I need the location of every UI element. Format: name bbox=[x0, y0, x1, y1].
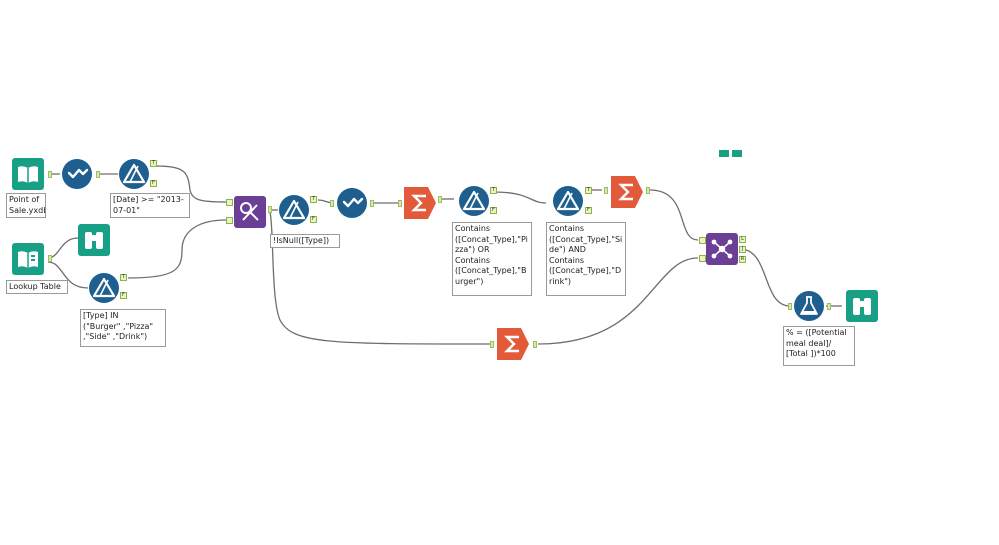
filter-is-null-tool[interactable] bbox=[278, 194, 310, 226]
select-tool[interactable] bbox=[61, 158, 93, 190]
binoculars-icon bbox=[846, 290, 878, 322]
select-tool[interactable] bbox=[336, 187, 368, 219]
input-anchor-2[interactable] bbox=[699, 255, 706, 262]
true-anchor[interactable]: T bbox=[490, 187, 497, 194]
false-anchor[interactable]: F bbox=[120, 292, 127, 299]
wire-filter-type-true-to-find-replace bbox=[127, 219, 227, 279]
browse-output-tool[interactable] bbox=[846, 290, 878, 322]
input-anchor[interactable] bbox=[330, 200, 334, 207]
output-anchor[interactable] bbox=[827, 303, 831, 310]
output-anchor[interactable] bbox=[48, 255, 52, 262]
find-replace-tool[interactable] bbox=[234, 196, 266, 228]
output-anchor[interactable] bbox=[370, 200, 374, 207]
browse-lookup-tool[interactable] bbox=[78, 224, 110, 256]
sigma-icon bbox=[497, 328, 529, 360]
annotation-formula: % = ([Potential meal deal]/ [Total ])*10… bbox=[783, 326, 855, 366]
input-lookup-table-tool[interactable] bbox=[12, 243, 44, 275]
magnifier-scissors-icon bbox=[234, 196, 266, 228]
input-anchor-1[interactable] bbox=[699, 237, 706, 244]
annotation-lookup-table: Lookup Table bbox=[6, 280, 68, 294]
summarize-tool[interactable] bbox=[611, 176, 643, 208]
summarize-tool[interactable] bbox=[497, 328, 529, 360]
annotation-filter-side-drink: Contains ([Concat_Type],"Si de") AND Con… bbox=[546, 222, 626, 296]
triangle-filter-icon bbox=[553, 186, 583, 216]
summarize-tool[interactable] bbox=[404, 187, 436, 219]
replace-input-anchor[interactable] bbox=[226, 217, 233, 224]
annotation-filter-date: [Date] >= "2013- 07-01" bbox=[110, 193, 190, 218]
annotation-filter-pizza-burger: Contains ([Concat_Type],"Pi zza") OR Con… bbox=[452, 222, 532, 296]
join-anchor[interactable]: J bbox=[739, 246, 746, 253]
wire-lookup-to-filter-type bbox=[47, 261, 89, 289]
checkmark-wave-icon bbox=[337, 188, 367, 218]
filter-side-drink-tool[interactable] bbox=[552, 185, 584, 217]
output-anchor[interactable] bbox=[48, 171, 52, 178]
join-multiple-tool[interactable] bbox=[706, 233, 738, 265]
find-input-anchor[interactable] bbox=[226, 199, 233, 206]
checkmark-wave-icon bbox=[62, 159, 92, 189]
sigma-icon bbox=[404, 187, 436, 219]
false-anchor[interactable]: F bbox=[490, 207, 497, 214]
true-anchor[interactable]: T bbox=[120, 274, 127, 281]
input-anchor[interactable] bbox=[604, 187, 608, 194]
output-anchor[interactable] bbox=[96, 171, 100, 178]
filter-date-tool[interactable] bbox=[118, 158, 150, 190]
wire-join-to-formula bbox=[739, 248, 791, 307]
true-anchor[interactable]: T bbox=[150, 160, 157, 167]
network-join-icon bbox=[706, 233, 738, 265]
output-anchor[interactable] bbox=[438, 196, 442, 203]
annotation-filter-type-in: [Type] IN ("Burger" ,"Pizza" ,"Side" ,"D… bbox=[80, 309, 166, 347]
output-anchor[interactable] bbox=[533, 341, 537, 348]
true-anchor[interactable]: T bbox=[585, 187, 592, 194]
input-anchor[interactable] bbox=[788, 303, 792, 310]
formula-tool[interactable] bbox=[793, 290, 825, 322]
book-icon bbox=[12, 158, 44, 190]
book-icon bbox=[12, 243, 44, 275]
true-anchor[interactable]: T bbox=[310, 196, 317, 203]
flask-icon bbox=[794, 291, 824, 321]
false-anchor[interactable]: F bbox=[585, 207, 592, 214]
false-anchor[interactable]: F bbox=[150, 180, 157, 187]
wire-summarize-3-to-join bbox=[537, 257, 699, 345]
input-anchor[interactable] bbox=[398, 200, 402, 207]
triangle-filter-icon bbox=[89, 273, 119, 303]
triangle-filter-icon bbox=[279, 195, 309, 225]
wire-filter-date-true-to-find-replace bbox=[155, 165, 227, 203]
output-anchor[interactable] bbox=[646, 187, 650, 194]
partial-tool-icon bbox=[717, 150, 745, 157]
binoculars-icon bbox=[78, 224, 110, 256]
triangle-filter-icon bbox=[119, 159, 149, 189]
annotation-point-of-sale: Point of Sale.yxdb bbox=[6, 193, 46, 218]
sigma-icon bbox=[611, 176, 643, 208]
triangle-filter-icon bbox=[459, 186, 489, 216]
wire-filter-pizza-true-to-filter-side bbox=[493, 191, 547, 204]
input-anchor[interactable] bbox=[490, 341, 494, 348]
right-anchor[interactable]: R bbox=[739, 256, 746, 263]
false-anchor[interactable]: F bbox=[310, 216, 317, 223]
left-anchor[interactable]: L bbox=[739, 236, 746, 243]
filter-type-in-tool[interactable] bbox=[88, 272, 120, 304]
filter-pizza-burger-tool[interactable] bbox=[458, 185, 490, 217]
annotation-filter-is-null: !IsNull([Type]) bbox=[270, 234, 340, 248]
wire-lookup-to-browse bbox=[47, 237, 79, 259]
wire-summarize-2-to-join bbox=[649, 189, 699, 241]
output-anchor[interactable] bbox=[268, 206, 272, 213]
input-point-of-sale-tool[interactable] bbox=[12, 158, 44, 190]
